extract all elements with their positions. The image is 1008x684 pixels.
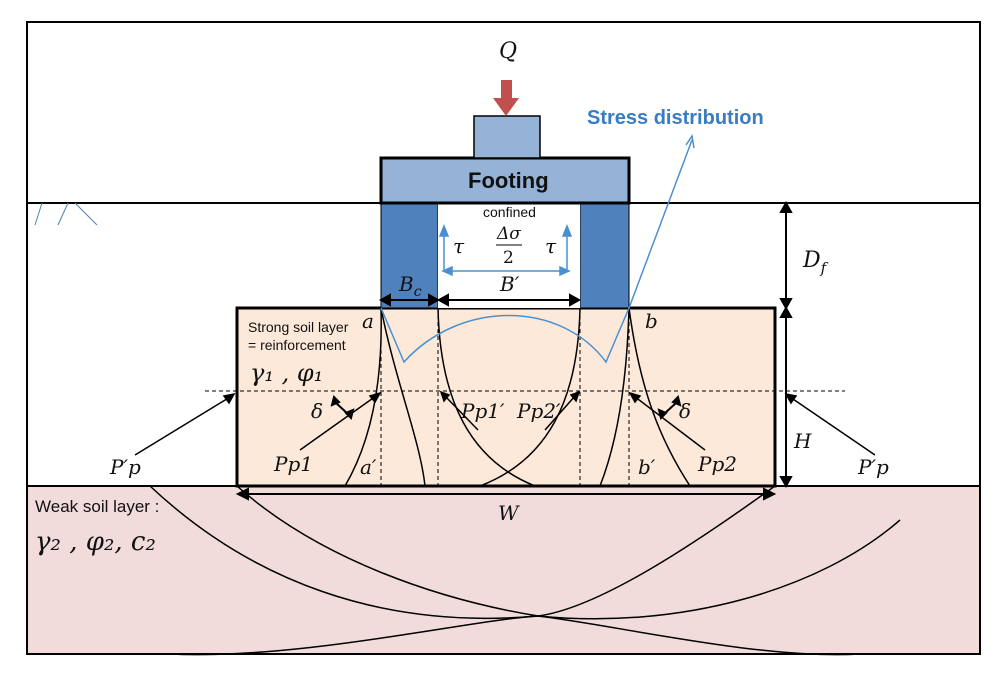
delta-left-label: δ bbox=[311, 399, 323, 423]
footing-right-column bbox=[579, 202, 630, 309]
pp1-inner-label: Pp1′ bbox=[460, 399, 505, 423]
weak-soil-region bbox=[27, 486, 980, 654]
strong-layer-properties: γ₁ , φ₁ bbox=[250, 359, 323, 387]
column-stub bbox=[473, 115, 541, 159]
footing-label: Footing bbox=[468, 168, 549, 193]
tau-right-label: τ bbox=[545, 234, 557, 258]
ground-hatch bbox=[34, 202, 98, 226]
pp2-label: Pp2 bbox=[697, 452, 737, 476]
tau-left-label: τ bbox=[453, 234, 465, 258]
depth-dimension-arrows bbox=[779, 200, 793, 489]
strong-layer-line1: Strong soil layer bbox=[248, 319, 349, 335]
delta-sigma-label: Δσ bbox=[496, 224, 521, 244]
delta-right-label: δ bbox=[679, 399, 691, 423]
width-dimension-arrows bbox=[378, 293, 582, 307]
confined-soil bbox=[438, 203, 580, 308]
w-dimension-arrow bbox=[235, 487, 777, 501]
point-a-prime-label: a′ bbox=[360, 455, 377, 479]
confined-label: confined bbox=[483, 204, 536, 220]
point-b-label: b bbox=[645, 309, 658, 333]
passive-force-arrows bbox=[134, 390, 876, 456]
w-label: W bbox=[498, 501, 520, 525]
delta-arrows bbox=[330, 395, 682, 420]
stress-distribution-label: Stress distribution bbox=[587, 107, 764, 129]
confined-arrows bbox=[438, 223, 573, 277]
b-prime-label: B′ bbox=[499, 272, 520, 296]
weak-layer-failure-curves bbox=[149, 485, 901, 656]
df-label: Df bbox=[802, 248, 829, 277]
weak-layer-label: Weak soil layer : bbox=[35, 497, 159, 516]
strong-soil-layer bbox=[235, 306, 777, 488]
point-b-prime-label: b′ bbox=[638, 455, 656, 479]
bc-label: Bc bbox=[398, 272, 422, 300]
stress-distribution-curve bbox=[380, 134, 695, 364]
pp-right-label: P′p bbox=[857, 455, 889, 479]
pp1-label: Pp1 bbox=[273, 452, 313, 476]
weak-layer-properties: γ₂ , φ₂, c₂ bbox=[35, 527, 156, 557]
frame-border bbox=[26, 21, 981, 655]
footing-slab bbox=[379, 156, 631, 205]
load-label: Q bbox=[499, 39, 517, 64]
pp2-inner-label: Pp2′ bbox=[516, 399, 561, 423]
fraction-denominator: 2 bbox=[503, 248, 514, 268]
h-label: H bbox=[793, 429, 812, 453]
load-arrow-icon bbox=[493, 80, 519, 116]
strong-layer-line2: = reinforcement bbox=[248, 337, 346, 353]
pp-left-label: P′p bbox=[109, 455, 141, 479]
point-a-label: a bbox=[362, 309, 374, 333]
